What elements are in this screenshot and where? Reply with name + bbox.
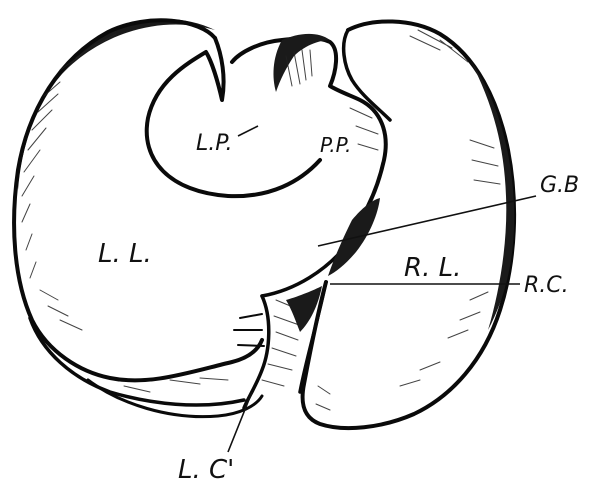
label-gall-bladder: G.B	[540, 173, 579, 198]
papillary-process-shadow	[274, 34, 330, 92]
label-left-lobe: L. L.	[98, 239, 152, 269]
leader-gb	[318, 196, 536, 246]
label-right-c: R.C.	[524, 273, 569, 298]
label-papillary-process: P.P.	[320, 133, 351, 157]
left-lobe-lower-edge	[30, 318, 244, 405]
lower-caudate-outline	[244, 296, 269, 408]
label-left-c: L. C'	[178, 455, 234, 485]
left-lobe-hatching	[22, 34, 228, 392]
label-right-lobe: R. L.	[404, 253, 461, 283]
right-lobe-hatching	[316, 30, 500, 410]
leader-lp	[238, 126, 258, 136]
central-mass	[232, 34, 386, 296]
left-lobe-base-curve	[88, 380, 262, 417]
label-lobus-p: L.P.	[196, 131, 232, 156]
left-lobe-edge-shadow	[18, 19, 215, 190]
